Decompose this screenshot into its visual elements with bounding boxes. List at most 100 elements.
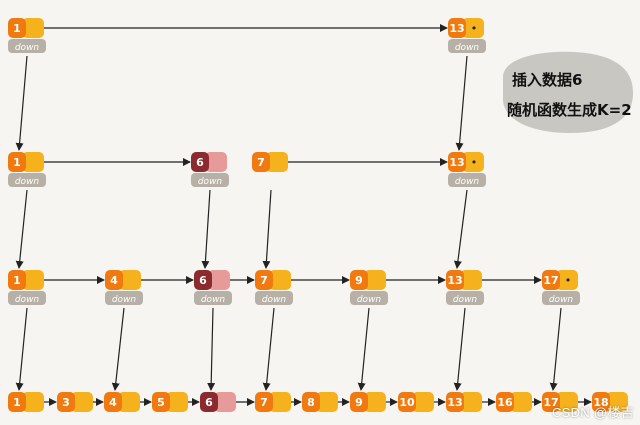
node-key-label: 9 <box>355 274 363 287</box>
null-pointer-dot: • <box>471 156 478 169</box>
down-pointer-box <box>105 291 143 305</box>
node-pointer-cell <box>606 392 628 412</box>
node-pointer-cell <box>316 392 338 412</box>
node-pointer-cell <box>556 270 578 290</box>
node-key-cell <box>448 152 466 172</box>
node-pointer-cell <box>208 270 230 290</box>
down-pointer-label: down <box>112 295 137 305</box>
down-pointer-label: down <box>262 295 287 305</box>
node-pointer-cell <box>205 152 227 172</box>
node-pointer-cell <box>118 392 140 412</box>
node-key-cell <box>200 392 218 412</box>
down-pointer-box <box>446 291 484 305</box>
node-key-cell <box>194 270 212 290</box>
down-pointer-box <box>350 291 388 305</box>
node-pointer-cell <box>556 392 578 412</box>
down-pointer-arrow <box>111 307 125 391</box>
down-pointer-arrow <box>357 307 370 391</box>
down-pointer-box <box>8 173 46 187</box>
node-key-cell <box>255 270 273 290</box>
skiplist-node: 10 <box>398 392 434 412</box>
down-pointer-label: down <box>455 177 480 187</box>
null-pointer-dot: • <box>471 22 478 35</box>
skiplist-node: 7 <box>255 392 291 412</box>
node-key-cell <box>542 270 560 290</box>
skiplist-node: 6 <box>200 392 236 412</box>
down-pointer-arrow <box>207 307 216 391</box>
skiplist-node: 9 <box>350 392 386 412</box>
node-key-label: 3 <box>62 396 70 409</box>
down-pointer-arrow <box>15 307 28 391</box>
node-key-cell <box>542 392 560 412</box>
note-bubble <box>502 51 634 133</box>
node-key-cell <box>152 392 170 412</box>
down-pointer-box <box>8 39 46 53</box>
node-pointer-cell <box>166 392 188 412</box>
node-pointer-cell <box>71 392 93 412</box>
node-pointer-cell <box>460 270 482 290</box>
node-key-cell <box>252 152 270 172</box>
node-key-cell <box>350 270 368 290</box>
node-pointer-cell <box>462 152 484 172</box>
node-pointer-cell <box>269 392 291 412</box>
skiplist-node: 13 <box>446 392 482 412</box>
node-key-label: 13 <box>449 156 464 169</box>
down-pointer-box <box>255 291 293 305</box>
node-key-label: 10 <box>399 396 415 409</box>
down-pointer-label: down <box>15 177 40 187</box>
node-pointer-cell <box>22 392 44 412</box>
node-pointer-cell <box>22 18 44 38</box>
skiplist-node: 4 down <box>105 270 143 305</box>
node-key-label: 1 <box>13 396 21 409</box>
node-pointer-cell <box>462 18 484 38</box>
node-key-cell <box>592 392 610 412</box>
node-pointer-cell <box>510 392 532 412</box>
down-pointer-arrow <box>453 307 466 391</box>
node-key-label: 6 <box>205 396 213 409</box>
node-key-cell <box>57 392 75 412</box>
node-key-label: 13 <box>449 22 464 35</box>
down-pointer-label: down <box>357 295 382 305</box>
null-pointer-dot: • <box>565 274 572 287</box>
node-key-label: 17 <box>543 274 558 287</box>
node-key-label: 4 <box>109 396 117 409</box>
node-pointer-cell <box>22 270 44 290</box>
edges-layer <box>15 24 592 406</box>
skiplist-node: 17•down <box>542 270 580 305</box>
node-pointer-cell <box>412 392 434 412</box>
down-pointer-box <box>448 173 486 187</box>
skiplist-node: 1 <box>8 392 44 412</box>
node-key-cell <box>350 392 368 412</box>
node-key-label: 4 <box>110 274 118 287</box>
skiplist-node: 3 <box>57 392 93 412</box>
watermark: CSDN @楼吉 <box>551 405 634 420</box>
down-pointer-arrow <box>453 189 468 269</box>
down-pointer-label: down <box>455 43 480 53</box>
node-key-label: 17 <box>543 396 558 409</box>
node-key-label: 16 <box>497 396 513 409</box>
node-pointer-cell <box>364 270 386 290</box>
node-pointer-cell <box>269 270 291 290</box>
node-pointer-cell <box>119 270 141 290</box>
skiplist-node: 13 • down <box>448 152 486 187</box>
down-pointer-arrow <box>549 307 562 391</box>
node-key-cell <box>496 392 514 412</box>
node-key-label: 7 <box>260 396 268 409</box>
skiplist-node: 7 <box>252 152 288 172</box>
down-pointer-arrow <box>201 189 211 269</box>
node-key-label: 13 <box>447 274 462 287</box>
node-key-cell <box>8 152 26 172</box>
node-key-label: 1 <box>13 22 21 35</box>
node-key-cell <box>105 270 123 290</box>
skiplist-node: 13 • down <box>448 18 486 53</box>
down-pointer-arrow <box>262 307 275 391</box>
node-key-cell <box>446 270 464 290</box>
down-pointer-box <box>8 291 46 305</box>
